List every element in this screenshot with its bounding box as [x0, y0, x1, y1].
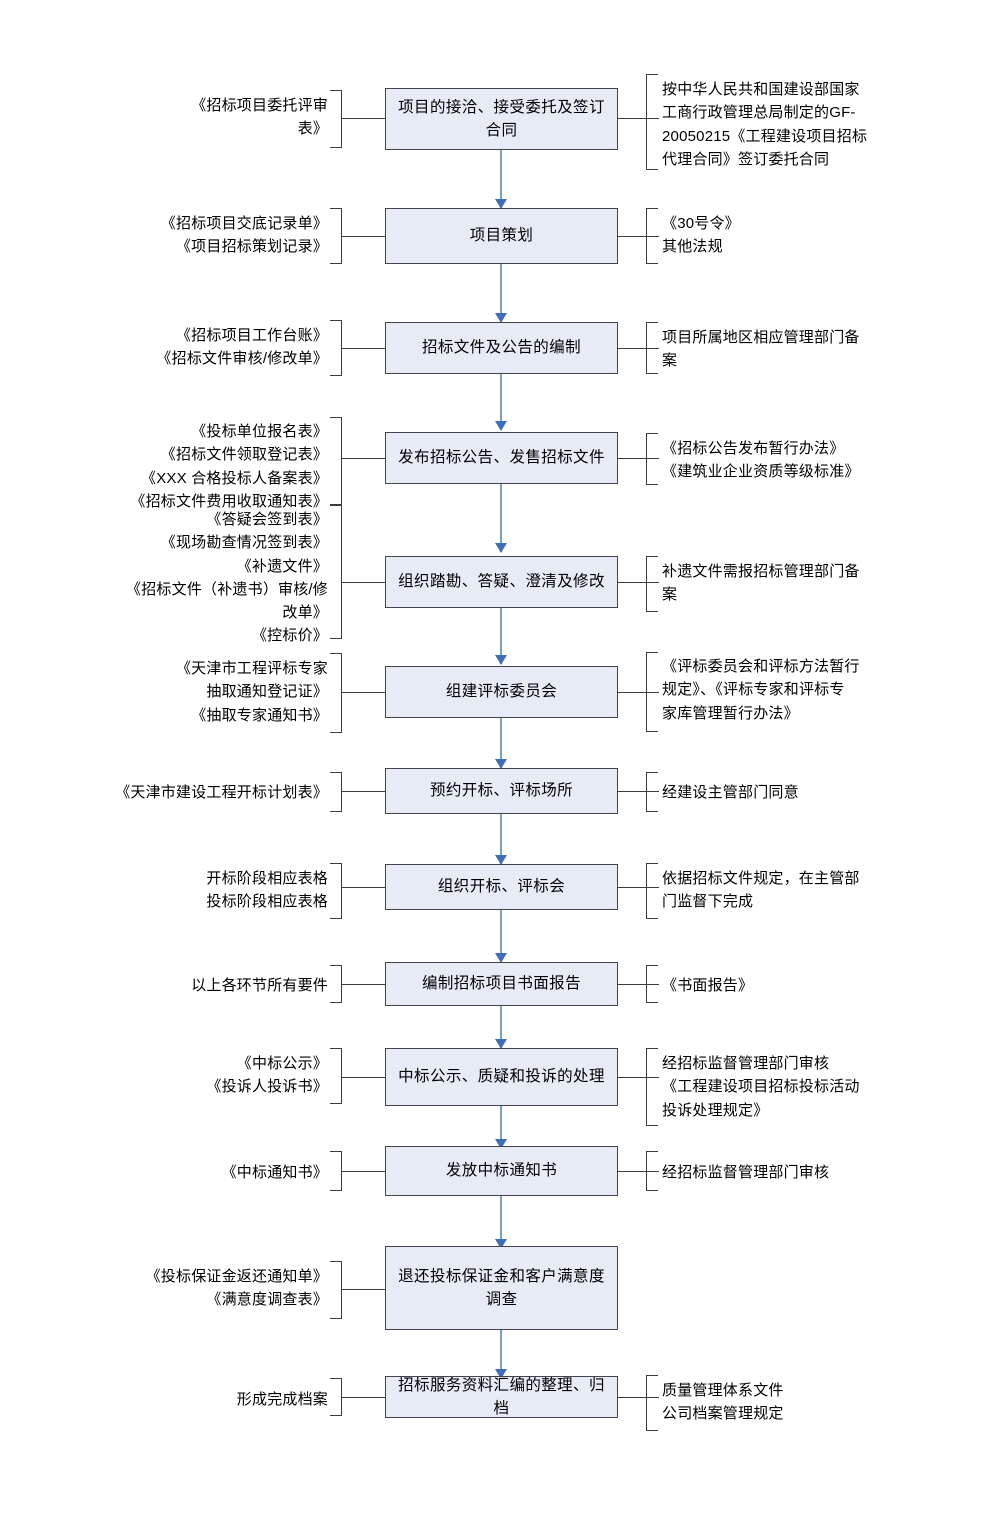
- arrow-step-10-to-11: [500, 1106, 502, 1148]
- input-note-step-7: 《天津市建设工程开标计划表》: [115, 784, 328, 801]
- process-node-step-5[interactable]: 组织踏勘、答疑、澄清及修改: [385, 556, 618, 608]
- reference-note-step-8: 依据招标文件规定，在主管部 门监督下完成: [662, 870, 860, 911]
- reference-note-step-13: 质量管理体系文件 公司档案管理规定: [662, 1382, 784, 1423]
- bracket-left-step-5: [330, 505, 342, 639]
- reference-note-step-7: 经建设主管部门同意: [662, 784, 799, 801]
- input-note-step-6: 《天津市工程评标专家 抽取通知登记证》 《抽取专家通知书》: [175, 660, 328, 724]
- input-note-step-4: 《投标单位报名表》 《招标文件领取登记表》 《XXX 合格投标人备案表》 《招标…: [130, 423, 328, 510]
- leader-left-step-3: [341, 348, 386, 350]
- input-note-step-5: 《答疑会签到表》 《现场勘查情况签到表》 《补遗文件》 《招标文件（补遗书）审核…: [126, 511, 328, 645]
- process-node-step-7[interactable]: 预约开标、评标场所: [385, 768, 618, 814]
- input-note-step-10: 《中标公示》 《投诉人投诉书》: [206, 1055, 328, 1096]
- input-note-step-3: 《招标项目工作台账》 《招标文件审核/修改单》: [156, 327, 328, 368]
- process-node-step-4[interactable]: 发布招标公告、发售招标文件: [385, 432, 618, 484]
- process-node-step-2[interactable]: 项目策划: [385, 208, 618, 264]
- leader-left-step-11: [341, 1171, 386, 1173]
- arrow-step-8-to-9: [500, 910, 502, 962]
- reference-note-step-9: 《书面报告》: [662, 977, 754, 994]
- input-note-step-12: 《投标保证金返还通知单》 《满意度调查表》: [145, 1268, 328, 1309]
- reference-note-step-10: 经招标监督管理部门审核 《工程建设项目招标投标活动 投诉处理规定》: [662, 1055, 860, 1119]
- leader-right-step-11: [617, 1171, 659, 1173]
- bracket-right-step-8: [646, 863, 658, 919]
- arrow-step-3-to-4: [500, 374, 502, 430]
- process-node-step-9[interactable]: 编制招标项目书面报告: [385, 962, 618, 1006]
- leader-right-step-9: [617, 984, 659, 986]
- process-node-step-1[interactable]: 项目的接洽、接受委托及签订合同: [385, 88, 618, 150]
- leader-right-step-3: [617, 348, 659, 350]
- reference-note-step-4: 《招标公告发布暂行办法》 《建筑业企业资质等级标准》: [662, 440, 860, 481]
- input-note-step-13: 形成完成档案: [236, 1391, 328, 1408]
- input-note-step-9: 以上各环节所有要件: [191, 977, 328, 994]
- leader-left-step-10: [341, 1077, 386, 1079]
- input-note-step-8: 开标阶段相应表格 投标阶段相应表格: [206, 870, 328, 911]
- arrow-step-11-to-12: [500, 1196, 502, 1248]
- leader-left-step-1: [341, 118, 386, 120]
- arrow-step-12-to-13: [500, 1330, 502, 1378]
- bracket-left-step-4: [330, 417, 342, 505]
- leader-left-step-8: [341, 887, 386, 889]
- reference-note-step-6: 《评标委员会和评标方法暂行 规定》、《评标专家和评标专 家库管理暂行办法》: [662, 658, 860, 722]
- bracket-right-step-5: [646, 556, 658, 612]
- arrow-step-9-to-10: [500, 1006, 502, 1048]
- bracket-right-step-10: [646, 1048, 658, 1126]
- arrow-step-6-to-7: [500, 718, 502, 768]
- process-node-step-11[interactable]: 发放中标通知书: [385, 1146, 618, 1196]
- leader-left-step-13: [341, 1397, 386, 1399]
- leader-left-step-7: [341, 791, 386, 793]
- arrow-step-7-to-8: [500, 814, 502, 864]
- arrow-step-2-to-3: [500, 264, 502, 322]
- bracket-right-step-1: [646, 74, 658, 170]
- leader-left-step-4: [341, 458, 386, 460]
- bracket-left-step-8: [330, 863, 342, 919]
- leader-left-step-9: [341, 984, 386, 986]
- leader-right-step-10: [617, 1077, 659, 1079]
- arrow-step-4-to-5: [500, 484, 502, 552]
- reference-note-step-11: 经招标监督管理部门审核: [662, 1164, 830, 1181]
- process-node-step-3[interactable]: 招标文件及公告的编制: [385, 322, 618, 374]
- input-note-step-11: 《中标通知书》: [221, 1164, 328, 1181]
- leader-right-step-8: [617, 887, 659, 889]
- reference-note-step-3: 项目所属地区相应管理部门备 案: [662, 329, 860, 370]
- arrow-step-1-to-2: [500, 150, 502, 208]
- leader-left-step-2: [341, 236, 386, 238]
- leader-right-step-4: [617, 458, 659, 460]
- leader-left-step-6: [341, 692, 386, 694]
- reference-note-step-1: 按中华人民共和国建设部国家 工商行政管理总局制定的GF- 20050215《工程…: [662, 81, 868, 168]
- reference-note-step-2: 《30号令》 其他法规: [662, 215, 740, 256]
- bracket-left-step-10: [330, 1048, 342, 1104]
- leader-right-step-13: [617, 1397, 659, 1399]
- leader-left-step-12: [341, 1289, 386, 1291]
- bracket-right-step-13: [646, 1375, 658, 1431]
- process-node-step-6[interactable]: 组建评标委员会: [385, 666, 618, 718]
- input-note-step-1: 《招标项目委托评审 表》: [191, 97, 328, 138]
- arrow-step-5-to-6: [500, 608, 502, 664]
- leader-right-step-5: [617, 582, 659, 584]
- leader-right-step-6: [617, 692, 659, 694]
- leader-left-step-5: [341, 582, 386, 584]
- process-node-step-8[interactable]: 组织开标、评标会: [385, 864, 618, 910]
- leader-right-step-2: [617, 236, 659, 238]
- reference-note-step-5: 补遗文件需报招标管理部门备 案: [662, 563, 860, 604]
- leader-right-step-1: [617, 118, 659, 120]
- leader-right-step-7: [617, 791, 659, 793]
- input-note-step-2: 《招标项目交底记录单》 《项目招标策划记录》: [160, 215, 328, 256]
- process-node-step-13[interactable]: 招标服务资料汇编的整理、归档: [385, 1376, 618, 1418]
- process-node-step-12[interactable]: 退还投标保证金和客户满意度调查: [385, 1246, 618, 1330]
- process-node-step-10[interactable]: 中标公示、质疑和投诉的处理: [385, 1048, 618, 1106]
